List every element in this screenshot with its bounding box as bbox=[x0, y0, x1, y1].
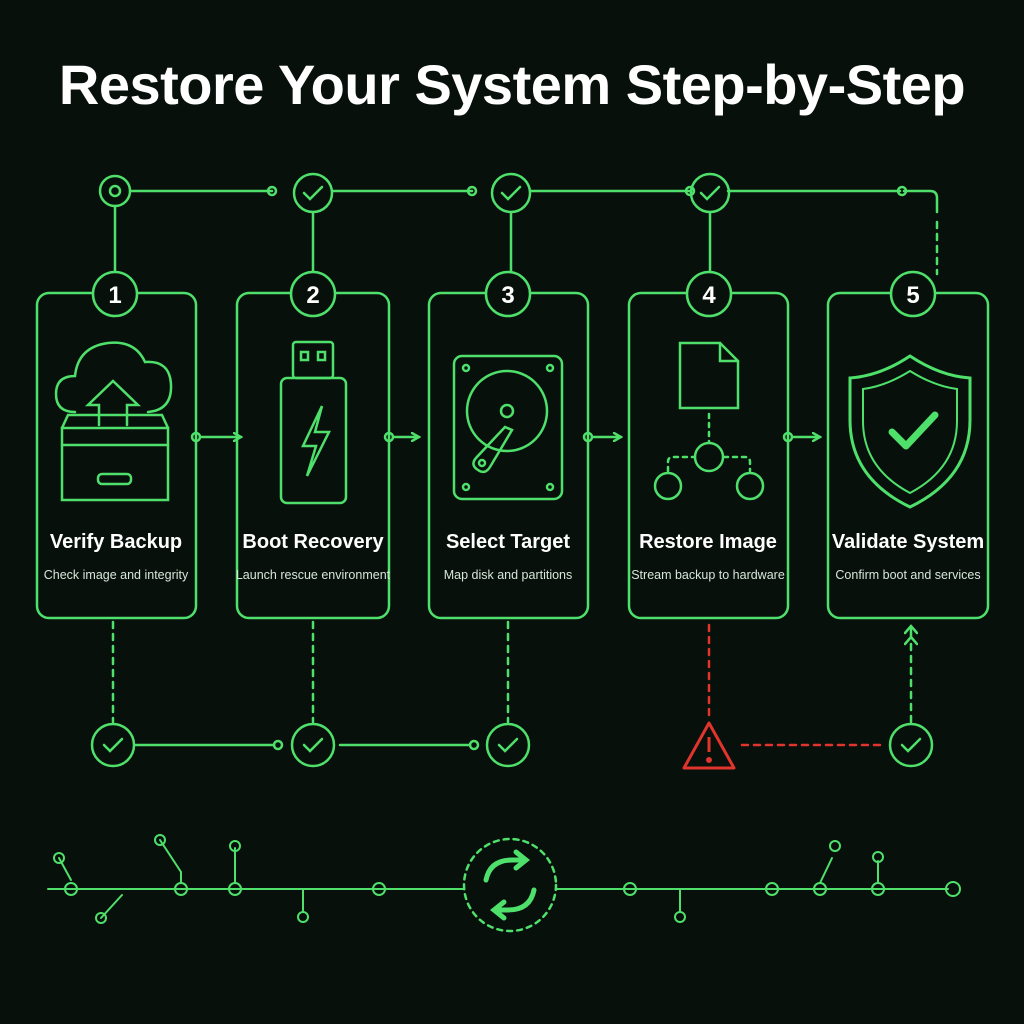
bottom-check-node-5 bbox=[888, 722, 934, 768]
page-title: Restore Your System Step-by-Step bbox=[58, 53, 966, 116]
hard-disk-icon bbox=[452, 354, 564, 501]
circuit-trace bbox=[47, 834, 961, 924]
warning-icon bbox=[682, 721, 736, 770]
step-number-3: 3 bbox=[501, 282, 514, 309]
top-target-node bbox=[98, 174, 132, 208]
step-number-1: 1 bbox=[108, 282, 121, 309]
step-number-badge-1 bbox=[91, 270, 139, 318]
sync-icon bbox=[462, 837, 558, 933]
bottom-check-node-1 bbox=[90, 722, 136, 768]
step-number-badge-2 bbox=[289, 270, 337, 318]
top-check-node-2 bbox=[292, 172, 334, 214]
file-tree-icon bbox=[653, 341, 765, 501]
cloud-upload-box-icon bbox=[54, 341, 173, 502]
step-number-2: 2 bbox=[306, 282, 319, 309]
step-title-2: Boot Recovery bbox=[242, 531, 384, 553]
step-desc-3: Map disk and partitions bbox=[443, 568, 573, 582]
bottom-check-node-2 bbox=[290, 722, 336, 768]
card-dashed-links bbox=[111, 620, 911, 724]
step-title-1: Verify Backup bbox=[49, 531, 183, 553]
step-desc-2: Launch rescue environment bbox=[235, 568, 391, 582]
failure-branch bbox=[707, 623, 888, 747]
bottom-status-rail bbox=[133, 739, 480, 751]
step-desc-4: Stream backup to hardware bbox=[631, 568, 785, 582]
step-title-4: Restore Image bbox=[639, 531, 777, 553]
top-check-node-4 bbox=[689, 172, 731, 214]
step-desc-5: Confirm boot and services bbox=[835, 568, 981, 582]
step-number-badge-5 bbox=[889, 270, 937, 318]
step-title-5: Validate System bbox=[831, 531, 985, 553]
step-number-5: 5 bbox=[906, 282, 919, 309]
step-title-3: Select Target bbox=[445, 531, 571, 553]
usb-drive-icon bbox=[279, 340, 348, 505]
step-number-badge-4 bbox=[685, 270, 733, 318]
shield-check-icon bbox=[848, 354, 972, 509]
card-connector-arrows bbox=[190, 431, 820, 443]
step-desc-1: Check image and integrity bbox=[43, 568, 189, 582]
step-number-4: 4 bbox=[702, 282, 716, 309]
bottom-check-node-3 bbox=[485, 722, 531, 768]
step-number-badge-3 bbox=[484, 270, 532, 318]
top-status-rail bbox=[113, 185, 939, 277]
top-check-node-3 bbox=[490, 172, 532, 214]
